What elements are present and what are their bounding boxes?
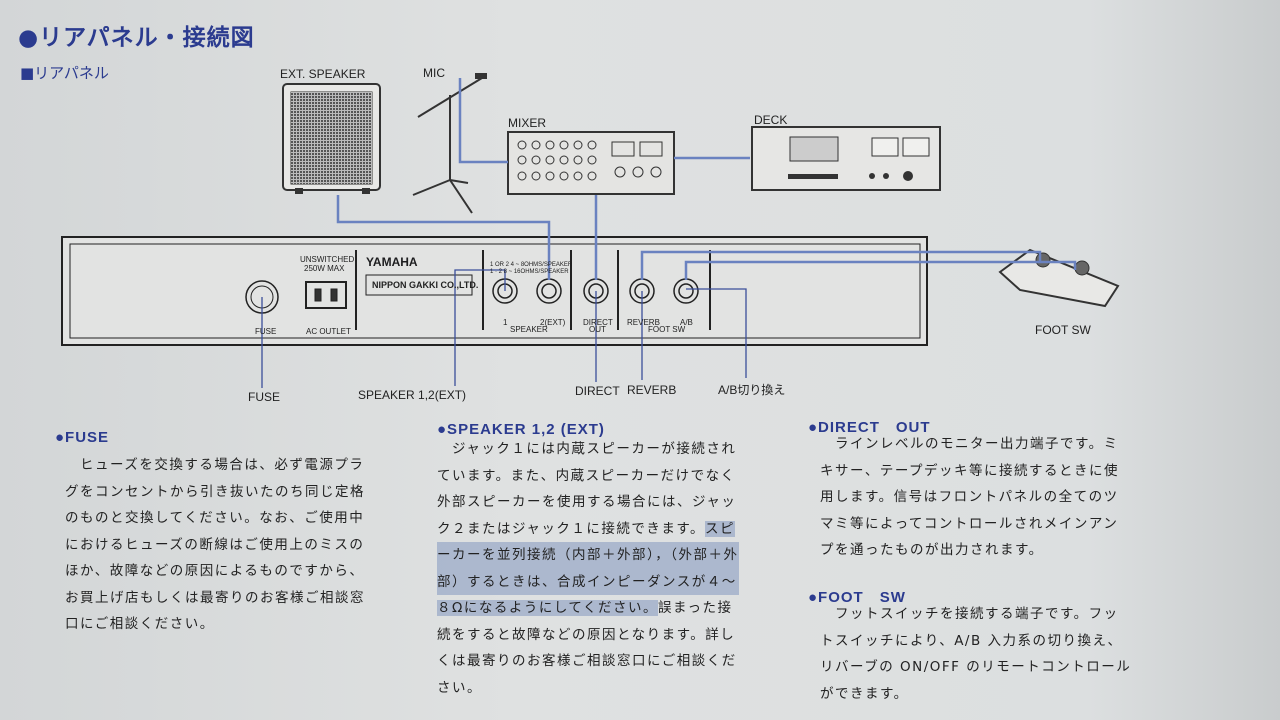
highlighted-text: 部）するときは、合成インピーダンスが４～ [437,568,739,595]
fuse-body: ヒューズを交換する場合は、必ず電源プラ グをコンセントから引き抜いたのち同じ定格… [65,452,365,638]
foot-sw-body: フットスイッチを接続する端子です。フッ トスイッチにより、A/B 入力系の切り換… [820,601,1131,707]
mixer-label: MIXER [508,116,547,130]
deck-illustration [751,126,941,191]
callout-ab-switch: A/B切り換え [718,383,786,397]
callout-lines [261,269,747,388]
panel-jack-1: 1 [503,318,508,327]
panel-ac-outlet: AC OUTLET [306,327,351,336]
foot-sw-label: FOOT SW [1035,323,1091,337]
text-line: お買上げ店もしくは最寄りのお客様ご相談窓 [65,589,365,606]
panel-jack-2: 2(EXT) [540,318,566,327]
callout-fuse: FUSE [248,390,281,404]
text-segment: ク２またはジャック１に接続できます。 [437,520,705,537]
text-line: ヒューズを交換する場合は、必ず電源プラ [65,457,365,473]
direct-out-heading: ●DIRECT OUT [808,419,931,436]
text-line: 口にご相談ください。 [65,616,215,632]
text-line: におけるヒューズの断線はご使用上のミスの [65,536,365,553]
mic-stand-illustration [412,73,487,214]
panel-speaker: SPEAKER [510,325,548,334]
mixer-illustration [507,131,675,195]
mic-label: MIC [423,66,445,80]
panel-ab: A/B [680,318,693,327]
rear-panel-illustration [61,236,928,346]
highlighted-text: ８Ωになるようにしてください。 [437,600,659,616]
callout-reverb: REVERB [627,383,677,397]
text-line: 続をすると故障などの原因となります。詳し [437,626,736,643]
fuse-heading: ●FUSE [55,429,110,446]
text-line: さい。 [437,679,482,696]
text-line: ほか、故障などの原因によるものですから、 [65,563,365,579]
highlighted-text: スピ [704,520,735,537]
panel-out: OUT [589,325,606,334]
panel-speaker-note-1: 1 OR 2 4 ~ 8OHMS/SPEAKER [490,262,573,268]
panel-foot-sw: FOOT SW [648,325,686,334]
foot-switch-illustration [998,248,1120,308]
speaker-body: ジャック１には内蔵スピーカーが接続され ています。また、内蔵スピーカーだけでなく… [437,436,739,701]
panel-max: 250W MAX [304,264,345,273]
text-line: 外部スピーカーを使用する場合には、ジャッ [437,494,737,510]
panel-unswitched: UNSWITCHED [300,255,355,264]
speaker-heading: ●SPEAKER 1,2 (EXT) [437,421,605,438]
panel-reverb: REVERB [627,318,660,327]
highlighted-text: ーカーを並列接続（内部＋外部），（外部＋外 [437,542,739,569]
panel-brand: YAMAHA [366,255,418,269]
panel-speaker-note-2: 1 · 2 8 ~ 16OHMS/SPEAKER [490,269,569,275]
text-line: のものと交換してください。なお、ご使用中 [65,510,365,526]
text-line: ています。また、内蔵スピーカーだけでなく [437,467,736,484]
panel-direct: DIRECT [583,318,613,327]
direct-out-body: ラインレベルのモニター出力端子です。ミ キサー、テープデッキ等に接続するときに使… [820,431,1119,564]
panel-maker: NIPPON GAKKI CO.,LTD. [372,280,479,290]
section-subtitle: ■リアパネル [20,64,109,82]
text-line: グをコンセントから引き抜いたのち同じ定格 [65,483,365,500]
deck-label: DECK [754,113,788,127]
text-line: トスイッチにより、A/B 入力系の切り換え、 [820,632,1123,649]
ext-speaker-illustration [282,83,381,194]
connection-lines [336,78,1077,280]
callout-direct: DIRECT [575,384,620,398]
text-line: キサー、テープデッキ等に接続するときに使 [820,462,1120,479]
callout-speaker: SPEAKER 1,2(EXT) [358,388,467,402]
text-line: リバーブの ON/OFF のリモートコントロール [820,659,1132,675]
ext-speaker-label: EXT. SPEAKER [280,67,366,81]
panel-fuse: FUSE [255,327,277,336]
text-line: くは最寄りのお客様ご相談窓口にご相談くだ [437,653,737,669]
text-line: ク２またはジャック１に接続できます。スピ [437,516,739,543]
text-segment: 誤まった接 [658,600,733,616]
text-line: ジャック１には内蔵スピーカーが接続され [437,441,737,457]
text-line: フットスイッチを接続する端子です。フッ [820,606,1119,622]
foot-sw-heading: ●FOOT SW [808,589,906,606]
text-line: 用します。信号はフロントパネルの全てのツ [820,489,1119,505]
text-line: ができます。 [820,685,909,702]
text-line: マミ等によってコントロールされメインアン [820,515,1119,532]
text-line: プを通ったものが出力されます。 [820,542,1044,558]
text-line: ８Ωになるようにしてください。誤まった接 [437,595,739,622]
page-title: ●リアパネル・接続図 [18,25,255,51]
text-line: ラインレベルのモニター出力端子です。ミ [820,436,1119,452]
